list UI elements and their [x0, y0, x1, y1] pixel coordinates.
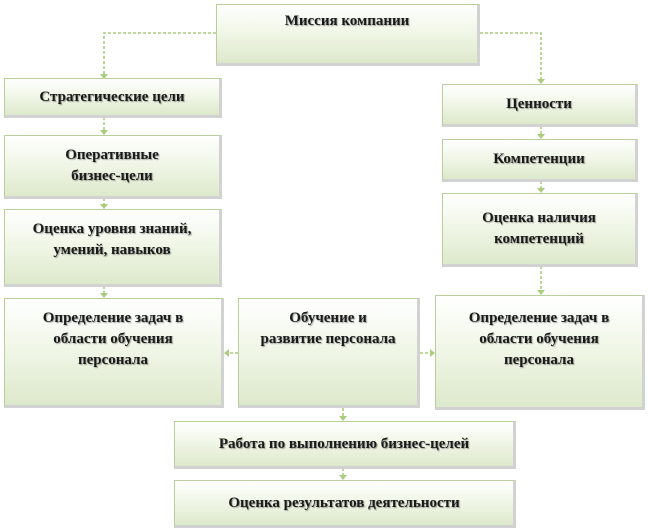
arrowhead	[430, 349, 435, 357]
business-work-label: Работа по выполнению бизнес-целей	[218, 435, 470, 452]
mission-box: Миссия компании	[216, 4, 480, 66]
arrowhead	[537, 79, 545, 84]
arrowhead	[100, 204, 108, 209]
arrowhead	[100, 130, 108, 135]
arrowhead	[537, 290, 545, 295]
tasks-left-label: Определение задач в области обучения пер…	[42, 310, 184, 368]
tasks-left-box: Определение задач в области обучения пер…	[4, 298, 224, 408]
connector-mission-to-strategic	[103, 32, 216, 74]
arrowhead	[537, 188, 545, 193]
arrowhead	[537, 134, 545, 139]
connector-mission-to-values	[480, 32, 542, 79]
tasks-right-label: Определение задач в области обучения пер…	[468, 310, 610, 368]
knowledge-assessment-label: Оценка уровня знаний, умений, навыков	[32, 221, 192, 258]
values-label: Ценности	[506, 96, 572, 112]
operational-goals-label: Оперативные бизнес-цели	[65, 147, 159, 184]
tasks-right-box: Определение задач в области обучения пер…	[435, 295, 645, 410]
mission-label: Миссия компании	[284, 13, 410, 29]
results-assessment-label: Оценка результатов деятельности	[228, 494, 460, 511]
competency-assessment-box: Оценка наличия компетенций	[442, 193, 638, 267]
arrowhead	[339, 416, 347, 421]
knowledge-assessment-box: Оценка уровня знаний, умений, навыков	[4, 209, 222, 287]
strategic-goals-label: Стратегические цели	[39, 88, 185, 105]
arrowhead	[224, 349, 229, 357]
competencies-box: Компетенции	[442, 139, 638, 182]
arrowhead	[100, 74, 108, 79]
arrowhead	[339, 475, 347, 480]
competency-assessment-label: Оценка наличия компетенций	[482, 210, 596, 247]
values-box: Ценности	[442, 84, 638, 127]
results-assessment-box: Оценка результатов деятельности	[174, 480, 516, 528]
training-box: Обучение и развитие персонала	[238, 298, 420, 408]
training-label: Обучение и развитие персонала	[260, 310, 396, 347]
competencies-label: Компетенции	[493, 151, 585, 167]
strategic-goals-box: Стратегические цели	[4, 78, 222, 118]
business-work-box: Работа по выполнению бизнес-целей	[174, 421, 516, 469]
operational-goals-box: Оперативные бизнес-цели	[4, 135, 222, 199]
arrowhead	[100, 293, 108, 298]
